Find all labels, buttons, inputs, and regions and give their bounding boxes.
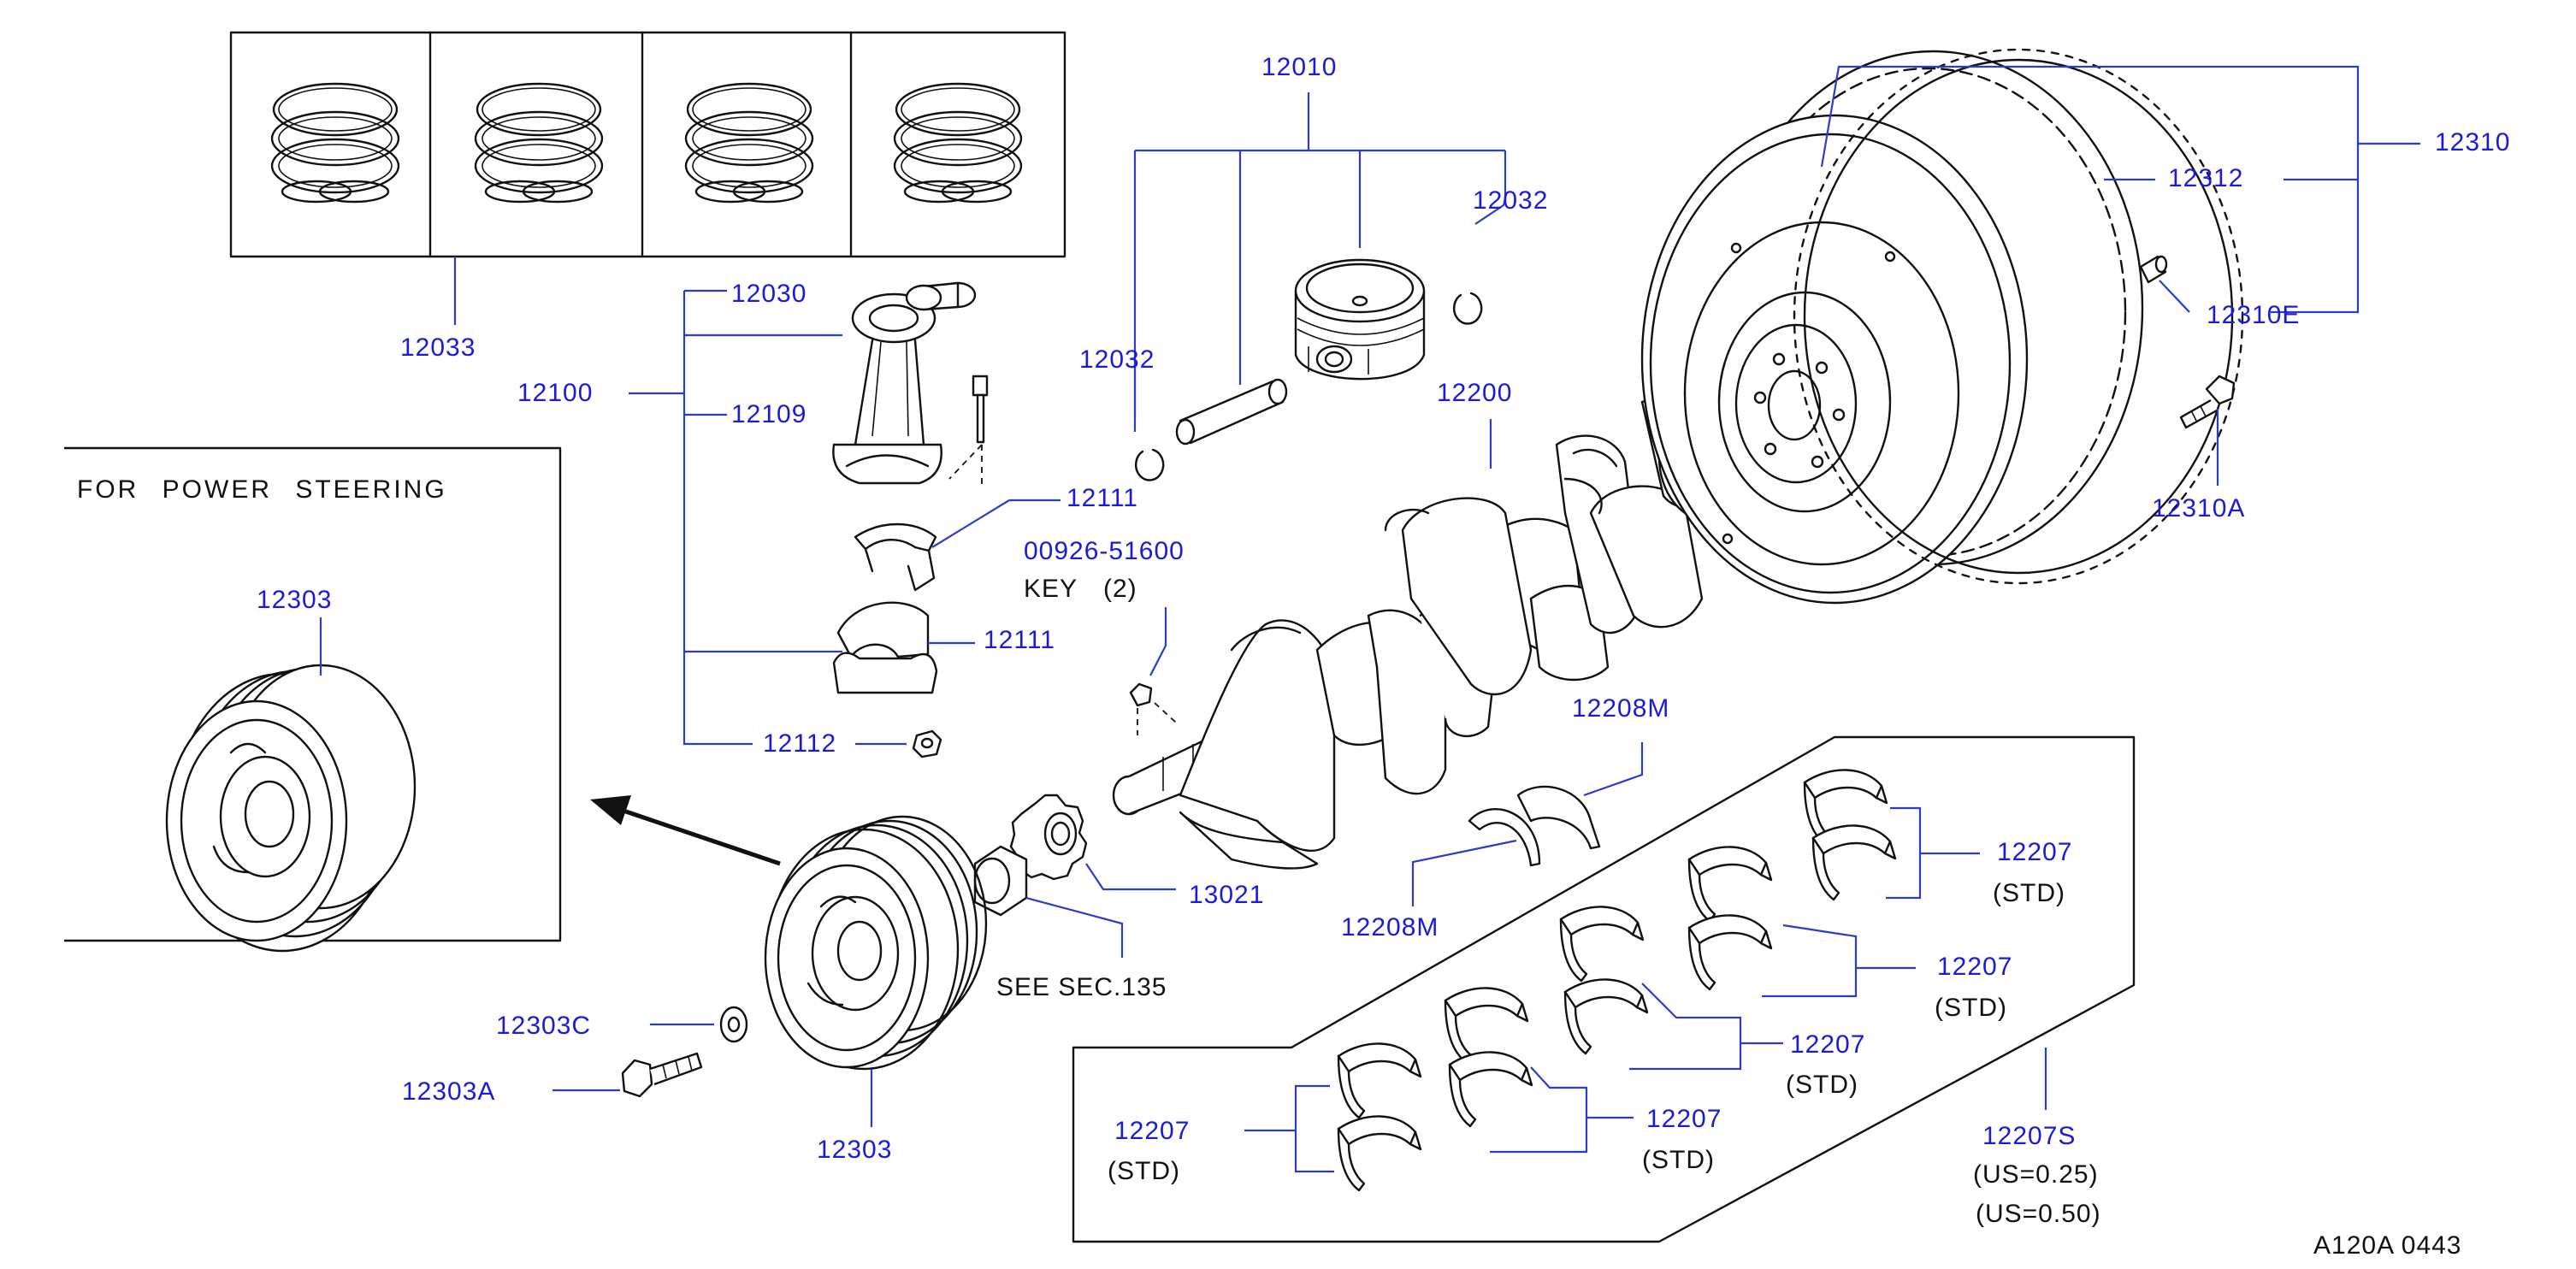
main-bearing-shell <box>1559 906 1645 983</box>
std-note: (STD) <box>1935 994 2007 1022</box>
label-key-part-number: 00926-51600 <box>1024 537 1185 565</box>
snap-ring <box>1135 448 1165 481</box>
label-12208M: 12208M <box>1341 913 1439 941</box>
undersize-025: (US=0.25) <box>1973 1160 2099 1189</box>
main-bearing-shell <box>1687 914 1773 991</box>
undersize-050: (US=0.50) <box>1976 1200 2101 1228</box>
thrust-washer <box>1516 785 1601 850</box>
label-12303: 12303 <box>817 1136 893 1164</box>
label-12032: 12032 <box>1473 186 1549 215</box>
label-12303A: 12303A <box>402 1077 496 1106</box>
label-12033: 12033 <box>400 333 476 362</box>
std-note: (STD) <box>1642 1146 1715 1174</box>
label-12100: 12100 <box>517 379 594 407</box>
label-12303C: 12303C <box>496 1012 592 1040</box>
main-bearing-shell <box>1448 1051 1533 1128</box>
label-12303: 12303 <box>257 586 333 614</box>
see-section-note: SEE SEC.135 <box>996 973 1167 1001</box>
label-12310: 12310 <box>2435 128 2511 156</box>
crankshaft <box>1112 392 1764 870</box>
label-12111: 12111 <box>1066 484 1138 512</box>
std-note: (STD) <box>1993 879 2065 907</box>
ring-gear <box>1793 48 2244 585</box>
label-12312: 12312 <box>2168 164 2244 192</box>
main-bearing-shell <box>1337 1115 1422 1192</box>
piston-ring-set <box>474 82 604 204</box>
snap-ring <box>1453 292 1483 325</box>
connecting-rod <box>832 292 942 485</box>
crank-spacer <box>973 845 1028 917</box>
main-bearing-shell <box>1687 846 1773 923</box>
pulley-inset <box>165 664 417 953</box>
label-12207: 12207 <box>1790 1030 1866 1059</box>
main-bearing-box <box>1072 735 2136 1243</box>
label-13021: 13021 <box>1189 881 1265 909</box>
std-note: (STD) <box>1786 1071 1858 1099</box>
inset-title: FOR POWER STEERING <box>77 475 447 504</box>
label-12109: 12109 <box>731 400 807 428</box>
pulley-bolt <box>621 1052 703 1098</box>
label-12032: 12032 <box>1079 345 1155 374</box>
label-12112: 12112 <box>763 729 837 758</box>
piston-ring-set <box>893 82 1023 204</box>
key-quantity: (2) <box>1103 575 1137 603</box>
piston-ring-set <box>270 82 400 204</box>
piston-ring-set <box>684 82 814 204</box>
label-12111: 12111 <box>984 626 1055 654</box>
flywheel <box>1640 50 2144 605</box>
crank-key <box>1129 682 1153 707</box>
conrod-bearing-upper <box>854 522 937 592</box>
rod-bushing <box>905 281 977 311</box>
conrod-nut <box>912 729 942 758</box>
key-text: KEY <box>1024 575 1078 603</box>
label-12207: 12207 <box>1114 1117 1191 1145</box>
figure-code: A120A 0443 <box>2313 1231 2462 1260</box>
piston <box>1294 258 1426 381</box>
label-12310E: 12310E <box>2207 301 2301 329</box>
label-12207S: 12207S <box>1982 1122 2077 1150</box>
std-note: (STD) <box>1108 1157 1180 1185</box>
rod-bolt <box>948 375 989 487</box>
label-12208M: 12208M <box>1572 694 1670 723</box>
crank-pulley <box>764 815 988 1071</box>
label-12207: 12207 <box>1997 838 2073 866</box>
ring-box <box>229 31 1066 258</box>
label-12010: 12010 <box>1261 53 1338 81</box>
label-12030: 12030 <box>731 280 807 308</box>
label-12207: 12207 <box>1937 953 2013 981</box>
label-12207: 12207 <box>1646 1105 1722 1133</box>
flywheel-bolt <box>2179 375 2236 429</box>
main-bearing-shell <box>1563 978 1649 1055</box>
crank-sprocket <box>1009 794 1088 881</box>
label-12200: 12200 <box>1437 379 1513 407</box>
label-12310A: 12310A <box>2152 494 2246 522</box>
main-bearing-shell <box>1811 824 1897 901</box>
piston-pin <box>1175 378 1288 446</box>
direction-arrow <box>590 795 631 825</box>
main-bearing-shell <box>1444 987 1529 1064</box>
flywheel-dowel <box>2139 255 2168 284</box>
pulley-washer <box>719 1006 748 1043</box>
conrod-cap <box>832 601 938 694</box>
main-bearing-shell <box>1337 1042 1422 1119</box>
thrust-washer <box>1468 808 1541 867</box>
